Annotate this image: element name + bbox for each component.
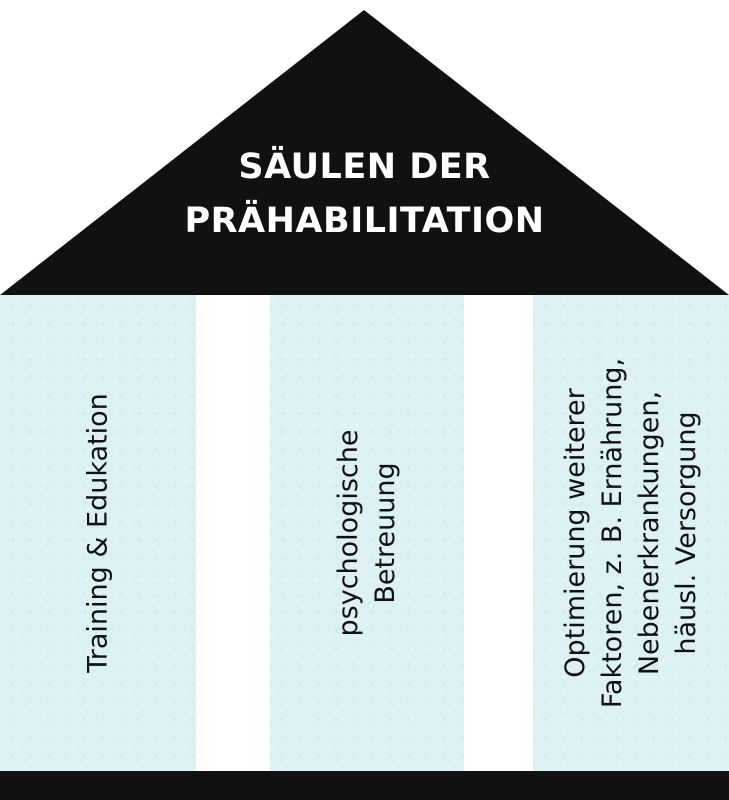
pillar-label: Training & Edukation: [80, 313, 117, 753]
pillar-label-line: Optimierung weiterer: [560, 388, 591, 678]
pillar-label-line: häusl. Versorgung: [671, 411, 702, 655]
pillar-psychology: psychologische Betreuung: [270, 295, 464, 771]
pillar-optimization: Optimierung weiterer Faktoren, z. B. Ern…: [533, 295, 729, 771]
pillar-label-line: Betreuung: [370, 462, 401, 604]
title-line-2: PRÄHABILITATION: [184, 201, 545, 241]
pillar-label-line: psychologische: [333, 429, 364, 637]
title-line-1: SÄULEN DER: [238, 147, 491, 187]
pillar-label: Optimierung weiterer Faktoren, z. B. Ern…: [557, 313, 705, 753]
pillar-label-line: Nebenerkrankungen,: [634, 390, 665, 676]
pillar-training: Training & Edukation: [0, 295, 196, 771]
pillar-label-line: Faktoren, z. B. Ernährung,: [597, 357, 628, 709]
pillar-label-line: Training & Edukation: [82, 393, 114, 673]
foundation-base: [0, 771, 729, 800]
diagram-title: SÄULEN DER PRÄHABILITATION: [120, 140, 609, 248]
pillar-label: psychologische Betreuung: [330, 313, 404, 753]
roof-triangle: [0, 10, 729, 295]
roof: [0, 10, 729, 295]
